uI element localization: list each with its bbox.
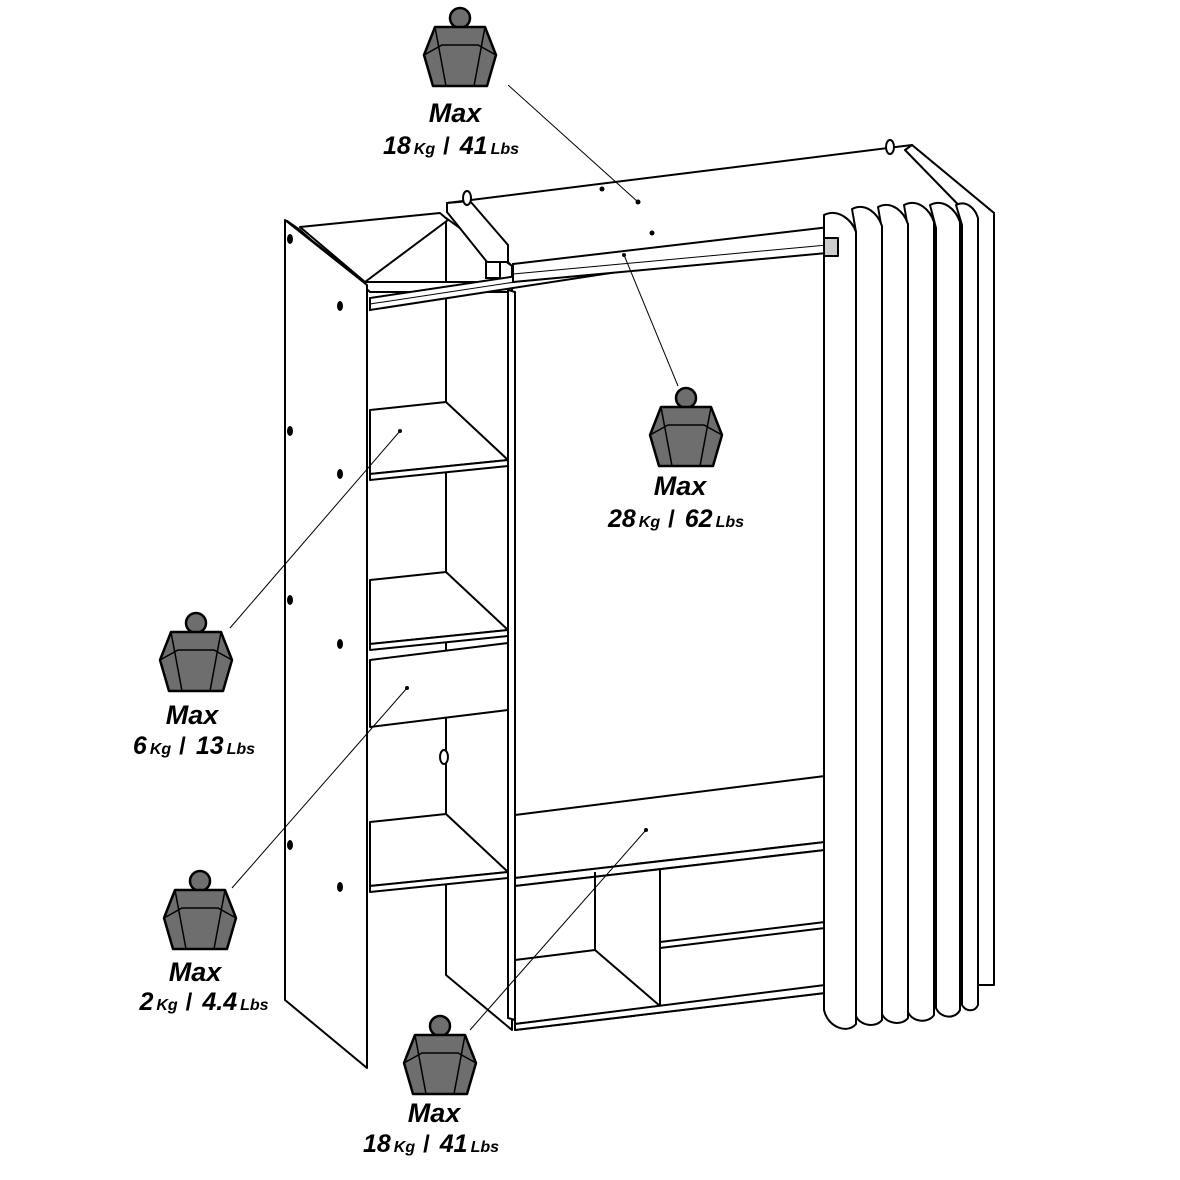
lbs-unit: Lbs bbox=[490, 141, 520, 158]
kg-unit: Kg bbox=[413, 141, 436, 158]
kg-value: 2 bbox=[139, 988, 154, 1016]
lbs-value: 41 bbox=[459, 132, 488, 160]
lbs-value: 62 bbox=[684, 505, 713, 533]
kg-unit: Kg bbox=[149, 741, 172, 758]
kg-unit: Kg bbox=[393, 1139, 416, 1156]
kg-value: 6 bbox=[132, 732, 147, 760]
weight-icon bbox=[402, 1014, 478, 1096]
kg-unit: Kg bbox=[156, 997, 178, 1014]
lbs-unit: Lbs bbox=[470, 1139, 500, 1156]
lower-cabinet bbox=[514, 775, 826, 1031]
lbs-value: 41 bbox=[439, 1130, 468, 1158]
weight-icon bbox=[158, 611, 234, 693]
lbs-unit: Lbs bbox=[715, 514, 745, 531]
left-side-panel bbox=[284, 219, 368, 1069]
max-label: Max bbox=[428, 98, 482, 128]
drawer bbox=[369, 642, 509, 728]
curtain bbox=[823, 202, 979, 1030]
lbs-unit: Lbs bbox=[226, 741, 256, 758]
kg-value: 18 bbox=[382, 132, 411, 160]
max-label: Max bbox=[168, 957, 222, 987]
kg-value: 28 bbox=[607, 505, 636, 533]
lbs-value: 13 bbox=[195, 732, 224, 760]
lbs-value: 4.4 bbox=[202, 988, 238, 1016]
max-label: Max bbox=[165, 700, 219, 730]
weight-icon bbox=[648, 386, 724, 468]
max-label: Max bbox=[407, 1098, 461, 1128]
weight-icon bbox=[422, 6, 498, 88]
kg-unit: Kg bbox=[638, 514, 661, 531]
kg-value: 18 bbox=[362, 1130, 391, 1158]
top-bracket bbox=[439, 139, 895, 765]
leader-lines bbox=[229, 84, 679, 1031]
lbs-unit: Lbs bbox=[240, 997, 269, 1014]
weight-icon bbox=[162, 869, 238, 951]
left-tower-shelves bbox=[369, 401, 509, 893]
max-label: Max bbox=[653, 471, 707, 501]
